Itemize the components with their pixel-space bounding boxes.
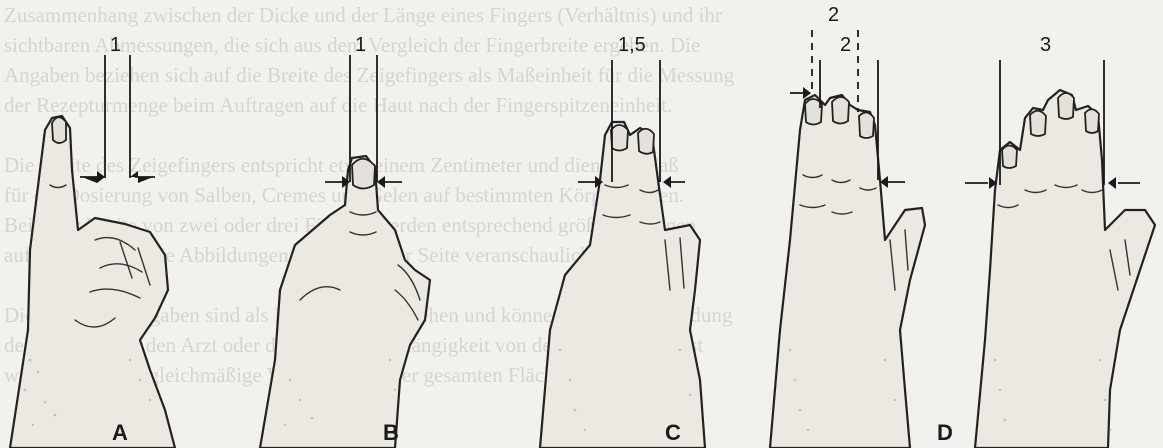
hand-a <box>10 116 175 448</box>
measure-label-d-dashed: 2 <box>828 4 839 27</box>
measure-label-e: 3 <box>1040 34 1051 57</box>
panel-label-c: C <box>665 420 681 446</box>
hand-b <box>260 156 430 448</box>
panel-label-d: D <box>937 420 953 446</box>
measure-label-d: 2 <box>840 34 851 57</box>
hand-d <box>770 95 925 448</box>
panel-label-b: B <box>383 420 399 446</box>
arrow-b-right <box>377 176 385 188</box>
arrow-c-right <box>663 176 671 188</box>
measure-label-b: 1 <box>355 34 366 57</box>
arrow-e-right <box>1108 177 1116 189</box>
hand-c <box>540 122 705 448</box>
measure-label-a: 1 <box>110 34 121 57</box>
measure-label-c: 1,5 <box>618 34 646 57</box>
hand-e <box>975 90 1155 448</box>
panel-label-a: A <box>112 420 128 446</box>
